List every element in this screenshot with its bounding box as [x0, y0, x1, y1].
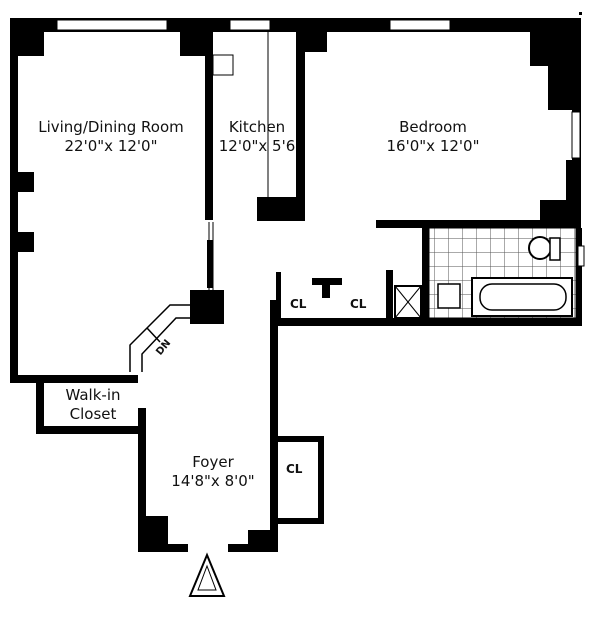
room-label-walk-in-closet: Walk-in Closet — [50, 386, 136, 424]
room-dimensions: 12'0"x 5'6 — [218, 136, 296, 155]
closet-label: CL — [290, 297, 307, 311]
closet-label: CL — [286, 462, 303, 476]
room-name: Living/Dining Room — [38, 118, 184, 136]
door-lines — [208, 32, 269, 290]
room-dimensions: 22'0"x 12'0" — [64, 136, 158, 155]
toilet-icon — [528, 236, 561, 261]
room-name: Foyer — [192, 453, 234, 471]
room-label-foyer: Foyer 14'8"x 8'0" — [155, 453, 271, 491]
room-dimensions: 14'8"x 8'0" — [171, 471, 255, 490]
room-label-kitchen: Kitchen 12'0"x 5'6 — [212, 118, 302, 156]
room-name: Bedroom — [399, 118, 467, 136]
room-name: Closet — [69, 404, 117, 423]
bathtub-icon — [471, 277, 573, 317]
stair-icon — [129, 304, 193, 372]
room-label-living-dining: Living/Dining Room 22'0"x 12'0" — [32, 118, 190, 156]
room-name: Walk-in — [65, 386, 121, 404]
entrance-arrow-icon — [188, 552, 226, 597]
windows — [56, 19, 585, 267]
room-name: Kitchen — [228, 118, 286, 136]
closet-label: CL — [350, 297, 367, 311]
sink-icon — [437, 283, 461, 309]
bathroom — [394, 227, 577, 319]
room-label-bedroom: Bedroom 16'0"x 12'0" — [370, 118, 496, 156]
room-dimensions: 16'0"x 12'0" — [386, 136, 480, 155]
